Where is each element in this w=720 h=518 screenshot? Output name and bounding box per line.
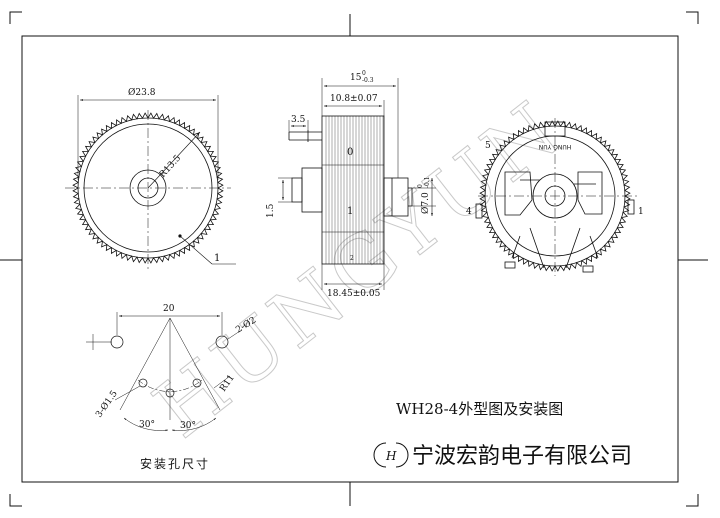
mounting-small-holes-label: 3-Ø1.5 — [93, 388, 120, 419]
side-inner-width-label: 10.8±0.07 — [330, 94, 378, 104]
rear-position-right: 1 — [638, 207, 644, 217]
mounting-caption: 安装孔尺寸 — [140, 456, 210, 471]
logo-letter: H — [385, 449, 397, 463]
mounting-spacing-label: 20 — [163, 304, 175, 314]
side-ribs — [325, 116, 384, 264]
side-total-width-upper: 0 — [362, 70, 366, 77]
front-radius-label: R13.5 — [158, 153, 184, 180]
front-callout-label: 1 — [214, 253, 220, 264]
side-position-bottom: 2 — [350, 255, 354, 262]
side-shaft-diameter-label: Ø7.0 — [420, 192, 431, 214]
side-shaft-dia-upper: 0 — [417, 184, 424, 188]
side-total-width-label: 15 — [350, 73, 362, 83]
front-diameter-label: Ø23.8 — [128, 87, 156, 98]
rear-brand-mark: HUNG YUN — [539, 143, 572, 150]
front-view — [65, 95, 236, 270]
mounting-holes — [86, 312, 241, 432]
side-shaft-offset-label: 1.5 — [266, 203, 276, 218]
side-shaft-dia-lower: -0.1 — [424, 176, 431, 188]
sheet-frame — [0, 11, 708, 507]
drawing-title: WH28-4外型图及安装图 — [396, 400, 563, 418]
company-name: 宁波宏韵电子有限公司 — [412, 444, 632, 469]
side-pin-length-label: 3.5 — [291, 115, 306, 125]
rear-position-top: 5 — [485, 141, 491, 151]
side-position-mid: 1 — [347, 206, 353, 217]
rear-view — [475, 118, 640, 276]
side-position-top: 0 — [347, 147, 353, 158]
mounting-angle-right: 30° — [180, 421, 196, 431]
side-total-width-lower: -0.3 — [362, 77, 374, 84]
side-view — [278, 78, 436, 290]
rear-position-left: 4 — [466, 207, 472, 217]
mounting-angle-left: 30° — [139, 420, 155, 430]
side-bottom-width-label: 18.45±0.05 — [327, 289, 381, 299]
company-logo: H — [373, 442, 409, 468]
